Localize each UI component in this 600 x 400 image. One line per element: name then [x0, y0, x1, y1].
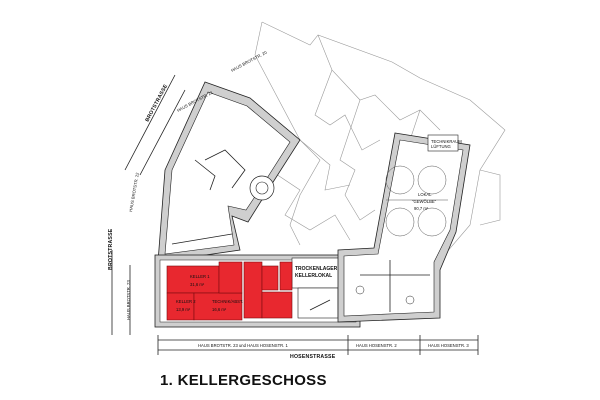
- label-kellerlokal: KELLERLOKAL: [295, 273, 332, 279]
- room-keller-2: [166, 292, 195, 321]
- label-lueftung: LÜFTUNG: [431, 144, 451, 149]
- label-haus-bottom-2: HAUS HOSENSTR. 2: [356, 343, 397, 348]
- vault-pattern: [385, 165, 448, 237]
- area-keller-1: 31,6 m²: [190, 282, 205, 287]
- neighbor-outlines: [254, 21, 506, 261]
- area-keller-2: 13,9 m²: [176, 307, 191, 312]
- label-technik: TECHNIK/ABST.: [212, 299, 243, 304]
- label-technikraum: TECHNIKRAUM: [431, 139, 462, 144]
- street-lines: [111, 74, 479, 355]
- area-lokal: 90,7 m²: [414, 206, 429, 211]
- street-brotstrasse-lower: BROTSTRASSE: [108, 228, 114, 270]
- building-hosenstrasse: [337, 132, 471, 323]
- label-trockenlager: TROCKENLAGER: [295, 266, 338, 272]
- room-keller-1: [166, 265, 220, 294]
- street-brotstrasse-upper: BROTSTRASSE: [144, 83, 169, 123]
- label-haus-brotstr-23: HAUS BROTSTR. 23: [126, 280, 131, 320]
- page-title: 1. KELLERGESCHOSS: [160, 372, 327, 389]
- label-gewoelbe: "GEWÖLBE": [412, 199, 437, 204]
- street-hosenstrasse: HOSENSTRASSE: [290, 354, 336, 360]
- label-haus-bottom-3: HAUS HOSENSTR. 3: [428, 343, 469, 348]
- label-lokal: LOKAL: [418, 192, 432, 197]
- area-technik: 16,6 m²: [212, 307, 227, 312]
- label-haus-bottom-1: HAUS BROTSTR. 23 und HAUS HOSENSTR. 1: [198, 343, 288, 348]
- label-keller-1: KELLER 1: [190, 274, 210, 279]
- label-keller-2: KELLER 2: [176, 299, 196, 304]
- room-technik: [193, 292, 243, 321]
- highlighted-rooms: [166, 261, 293, 321]
- label-haus-brotstr-22: HAUS BROTSTR. 22: [128, 171, 140, 212]
- room-technikraum: [427, 134, 459, 152]
